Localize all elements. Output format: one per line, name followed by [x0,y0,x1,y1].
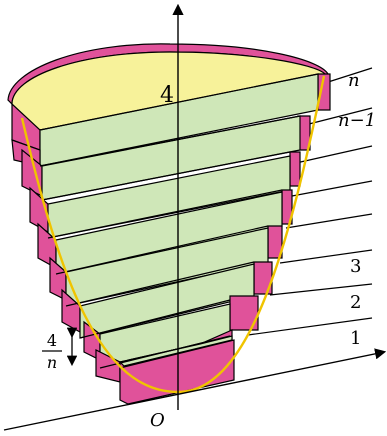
slab-2 [83,295,259,369]
guide-line-5 [291,180,373,197]
layer-label-1: 1 [350,328,361,349]
guide-line-6 [285,213,373,229]
x-axis [3,348,387,431]
slab-4 [49,225,283,307]
origin-label: O [150,410,165,431]
thickness-denominator: n [47,353,57,372]
layer-guide-lines [247,67,373,336]
guide-line-n-minus-1 [304,107,373,126]
guide-line-2 [269,283,373,296]
thickness-marker: 4 n [42,327,78,372]
thickness-numerator: 4 [47,331,57,350]
slab-3 [61,261,273,339]
slab-edges [39,73,319,369]
guide-line-3 [279,249,373,264]
layer-label-3: 3 [350,256,361,277]
guide-line-1 [247,317,373,336]
layer-label-n: n [348,70,360,91]
layer-label-2: 2 [350,292,361,313]
layer-label-n-minus-1: n−1 [338,110,376,131]
guide-line-n [324,67,373,84]
slab-5 [37,189,293,275]
guide-line-4 [295,145,373,164]
top-value-label: 4 [160,83,174,108]
axes [3,3,387,431]
